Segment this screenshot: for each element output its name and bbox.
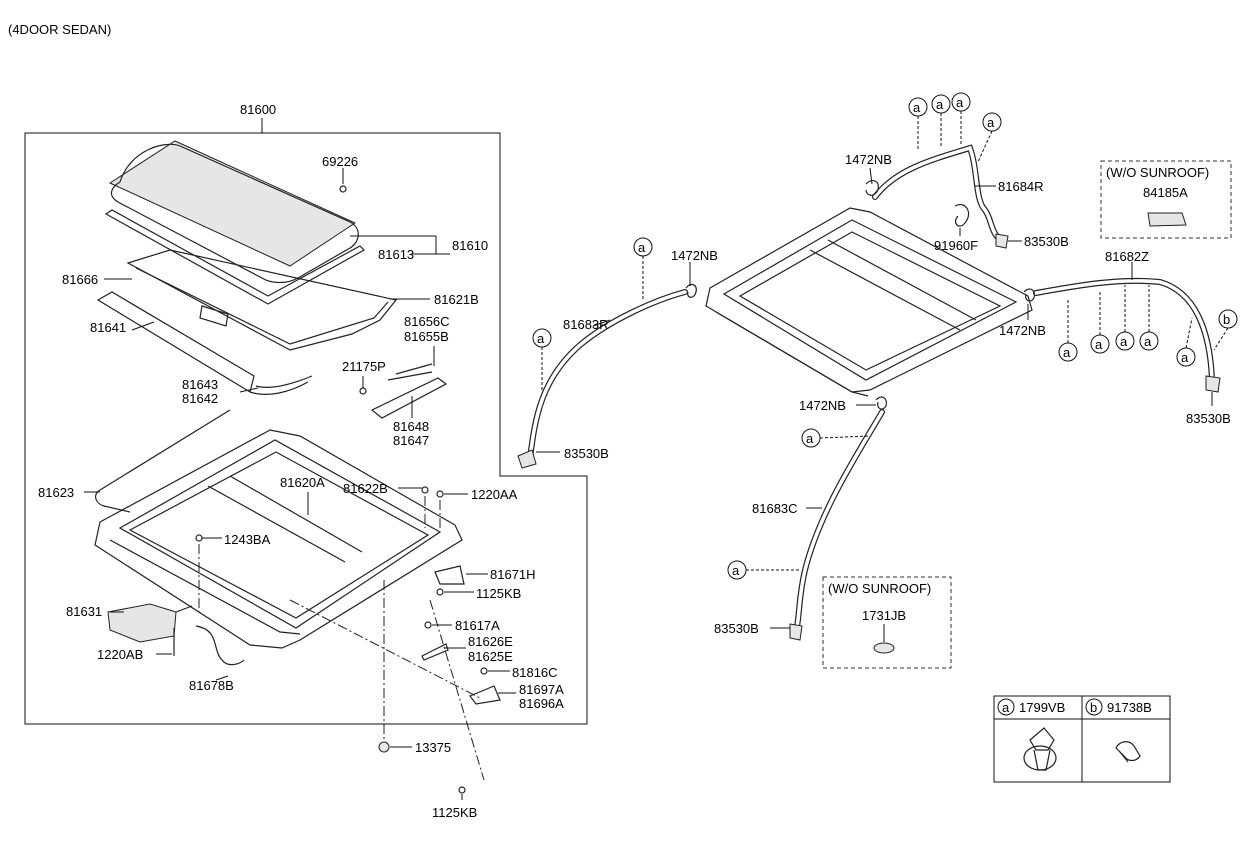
label-81610: 81610 — [452, 238, 488, 253]
assembly-outline — [24, 132, 588, 725]
left-leaders — [84, 168, 516, 800]
label-81621b: 81621B — [434, 292, 479, 307]
clip-1799vb-icon — [1023, 727, 1057, 771]
callout-a: a — [1181, 350, 1189, 365]
callout-b: b — [1223, 312, 1230, 327]
hose-clips — [517, 180, 1221, 641]
guide-rail-small — [359, 377, 448, 419]
clip-91738b-icon — [1115, 741, 1141, 763]
motor-harness — [195, 625, 245, 666]
callout-a: a — [638, 240, 646, 255]
callout-a: a — [936, 97, 944, 112]
right-leaders — [536, 167, 1213, 629]
label-83530b-top: 83530B — [1024, 234, 1069, 249]
callouts: a a a a a a a a a a a b a — [532, 92, 1238, 580]
label-81643: 81643 — [182, 377, 218, 392]
label-81696a: 81696A — [519, 696, 564, 711]
wo-sunroof-title-1: (W/O SUNROOF) — [1106, 165, 1209, 180]
legend-part-91738b: 91738B — [1107, 700, 1152, 715]
label-1243ba: 1243BA — [224, 532, 271, 547]
label-81641: 81641 — [90, 320, 126, 335]
legend-part-1799vb: 1799VB — [1019, 700, 1065, 715]
label-81622b: 81622B — [343, 481, 388, 496]
label-1472nb-bottom: 1472NB — [799, 398, 846, 413]
small-fasteners — [195, 185, 501, 794]
label-1220aa: 1220AA — [471, 487, 518, 502]
callout-a: a — [537, 331, 545, 346]
label-1125kb-upper: 1125KB — [476, 586, 521, 601]
label-81625e: 81625E — [468, 649, 513, 664]
label-21175p: 21175P — [342, 359, 386, 374]
seal-strip — [96, 291, 255, 393]
label-81816c: 81816C — [512, 665, 558, 680]
label-81683r: 81683R — [563, 317, 609, 332]
label-81620a: 81620A — [280, 475, 325, 490]
label-1472nb-right: 1472NB — [999, 323, 1046, 338]
callout-a: a — [1063, 345, 1071, 360]
variant-title: (4DOOR SEDAN) — [8, 22, 111, 37]
label-81642: 81642 — [182, 391, 218, 406]
wo-sunroof-box-2: (W/O SUNROOF) 1731JB — [822, 576, 952, 669]
drive-cable — [387, 363, 433, 381]
legend-table: a 1799VB b 91738B — [993, 695, 1171, 783]
callout-a: a — [913, 100, 921, 115]
sunroof-frame — [126, 249, 398, 351]
callout-a: a — [1095, 337, 1103, 352]
label-83530b-right: 83530B — [1186, 411, 1231, 426]
label-83530b-left: 83530B — [564, 446, 609, 461]
label-1472nb-left: 1472NB — [671, 248, 718, 263]
assembly-number: 81600 — [240, 102, 276, 117]
sunroof-main-frame — [94, 409, 463, 649]
callout-a: a — [806, 431, 814, 446]
label-81617a: 81617A — [455, 618, 500, 633]
label-81647: 81647 — [393, 433, 429, 448]
callout-a: a — [1144, 334, 1152, 349]
drain-hoses — [527, 144, 1215, 635]
callout-a: a — [956, 95, 964, 110]
label-13375: 13375 — [415, 740, 451, 755]
label-81666: 81666 — [62, 272, 98, 287]
sunroof-glass — [104, 140, 365, 305]
label-81682z: 81682Z — [1105, 249, 1149, 264]
label-81678b: 81678B — [189, 678, 234, 693]
wo-sunroof-title-2: (W/O SUNROOF) — [828, 581, 931, 596]
motor-unit — [107, 603, 193, 656]
label-1472nb-top: 1472NB — [845, 152, 892, 167]
wo-sunroof-part-1731jb: 1731JB — [862, 608, 906, 623]
label-81683c: 81683C — [752, 501, 798, 516]
label-1125kb-lower: 1125KB — [432, 805, 477, 820]
label-81623: 81623 — [38, 485, 74, 500]
callout-a: a — [1120, 334, 1128, 349]
label-81613: 81613 — [378, 247, 414, 262]
legend-letter-a: a — [1002, 700, 1010, 715]
label-91960f: 91960F — [934, 238, 978, 253]
legend-letter-b: b — [1090, 700, 1097, 715]
label-81655b: 81655B — [404, 329, 449, 344]
label-1220ab: 1220AB — [97, 647, 143, 662]
label-81656c: 81656C — [404, 314, 450, 329]
frame-body — [705, 207, 1033, 397]
label-81626e: 81626E — [468, 634, 513, 649]
callout-a: a — [732, 563, 740, 578]
wo-sunroof-part-84185a: 84185A — [1143, 185, 1188, 200]
label-81684r: 81684R — [998, 179, 1044, 194]
callout-a: a — [987, 115, 995, 130]
label-81697a: 81697A — [519, 682, 564, 697]
label-81631: 81631 — [66, 604, 102, 619]
label-81648: 81648 — [393, 419, 429, 434]
label-83530b-bottom: 83530B — [714, 621, 759, 636]
label-81671h: 81671H — [490, 567, 536, 582]
wo-sunroof-box-1: (W/O SUNROOF) 84185A — [1100, 160, 1232, 239]
label-69226: 69226 — [322, 154, 358, 169]
